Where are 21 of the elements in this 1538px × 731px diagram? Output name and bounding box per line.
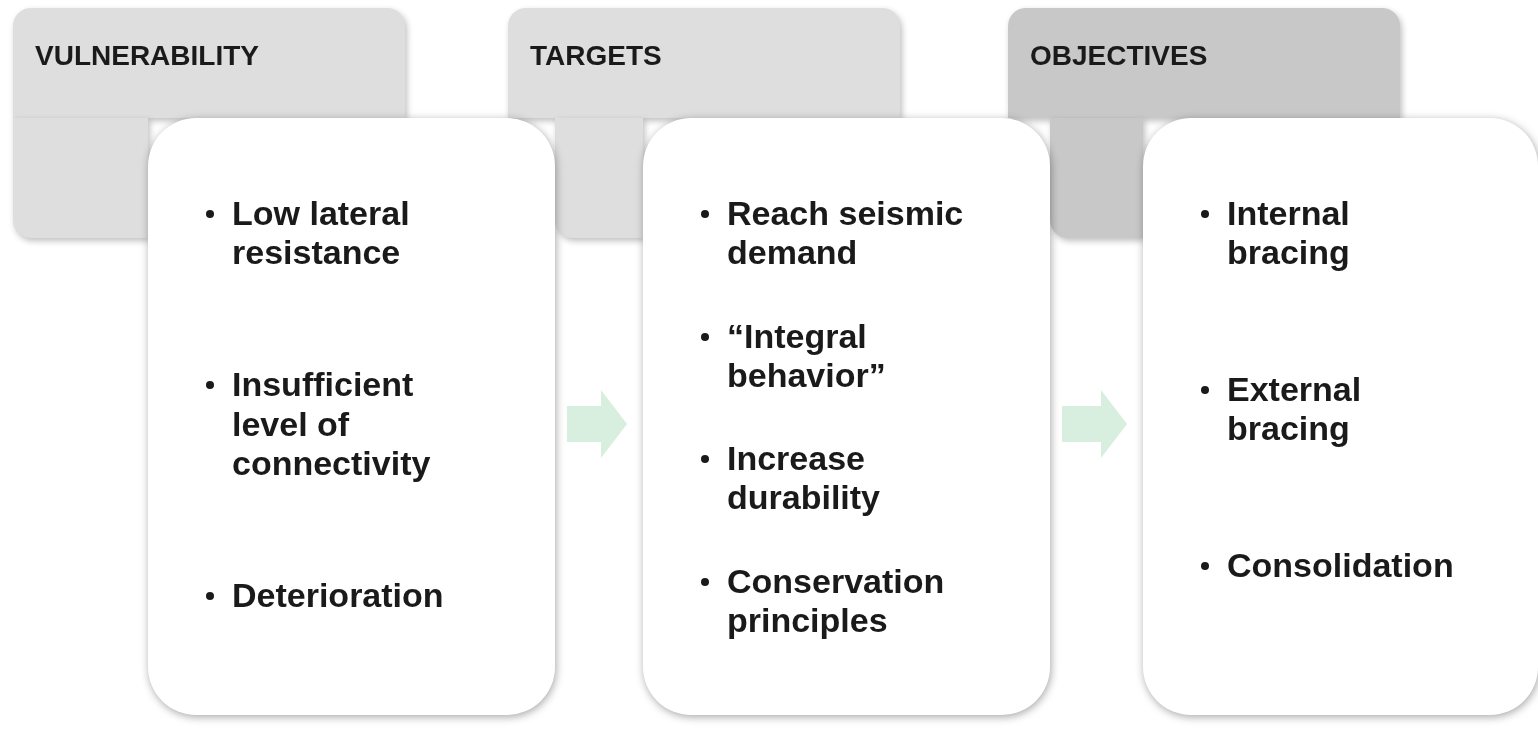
bullet-item: External bracing [1227,369,1363,449]
bullet-item: Conservation principles [727,561,946,640]
header-card [13,8,405,118]
bullet-item: “Integral behavior” [727,316,887,395]
block-arrow [567,390,627,458]
header-title: VULNERABILITY [35,40,260,72]
header-card [508,8,900,118]
bullet-item: Reach seismic demand [727,194,965,273]
block-arrow [1062,390,1127,458]
header-title: TARGETS [530,40,663,72]
header-title: OBJECTIVES [1030,40,1209,72]
content-card [148,118,555,715]
content-card [643,118,1050,715]
bullet-item: Increase durability [727,439,882,518]
content-card [1143,118,1538,715]
bullet-item: Consolidation [1227,545,1454,585]
header-card [1008,8,1400,118]
bullet-item: Internal bracing [1227,194,1351,273]
bullet-item: Insufficient level of connectivity [232,365,432,483]
bullet-item: Low lateral resistance [232,194,411,273]
bullet-item: Deterioration [232,575,444,615]
